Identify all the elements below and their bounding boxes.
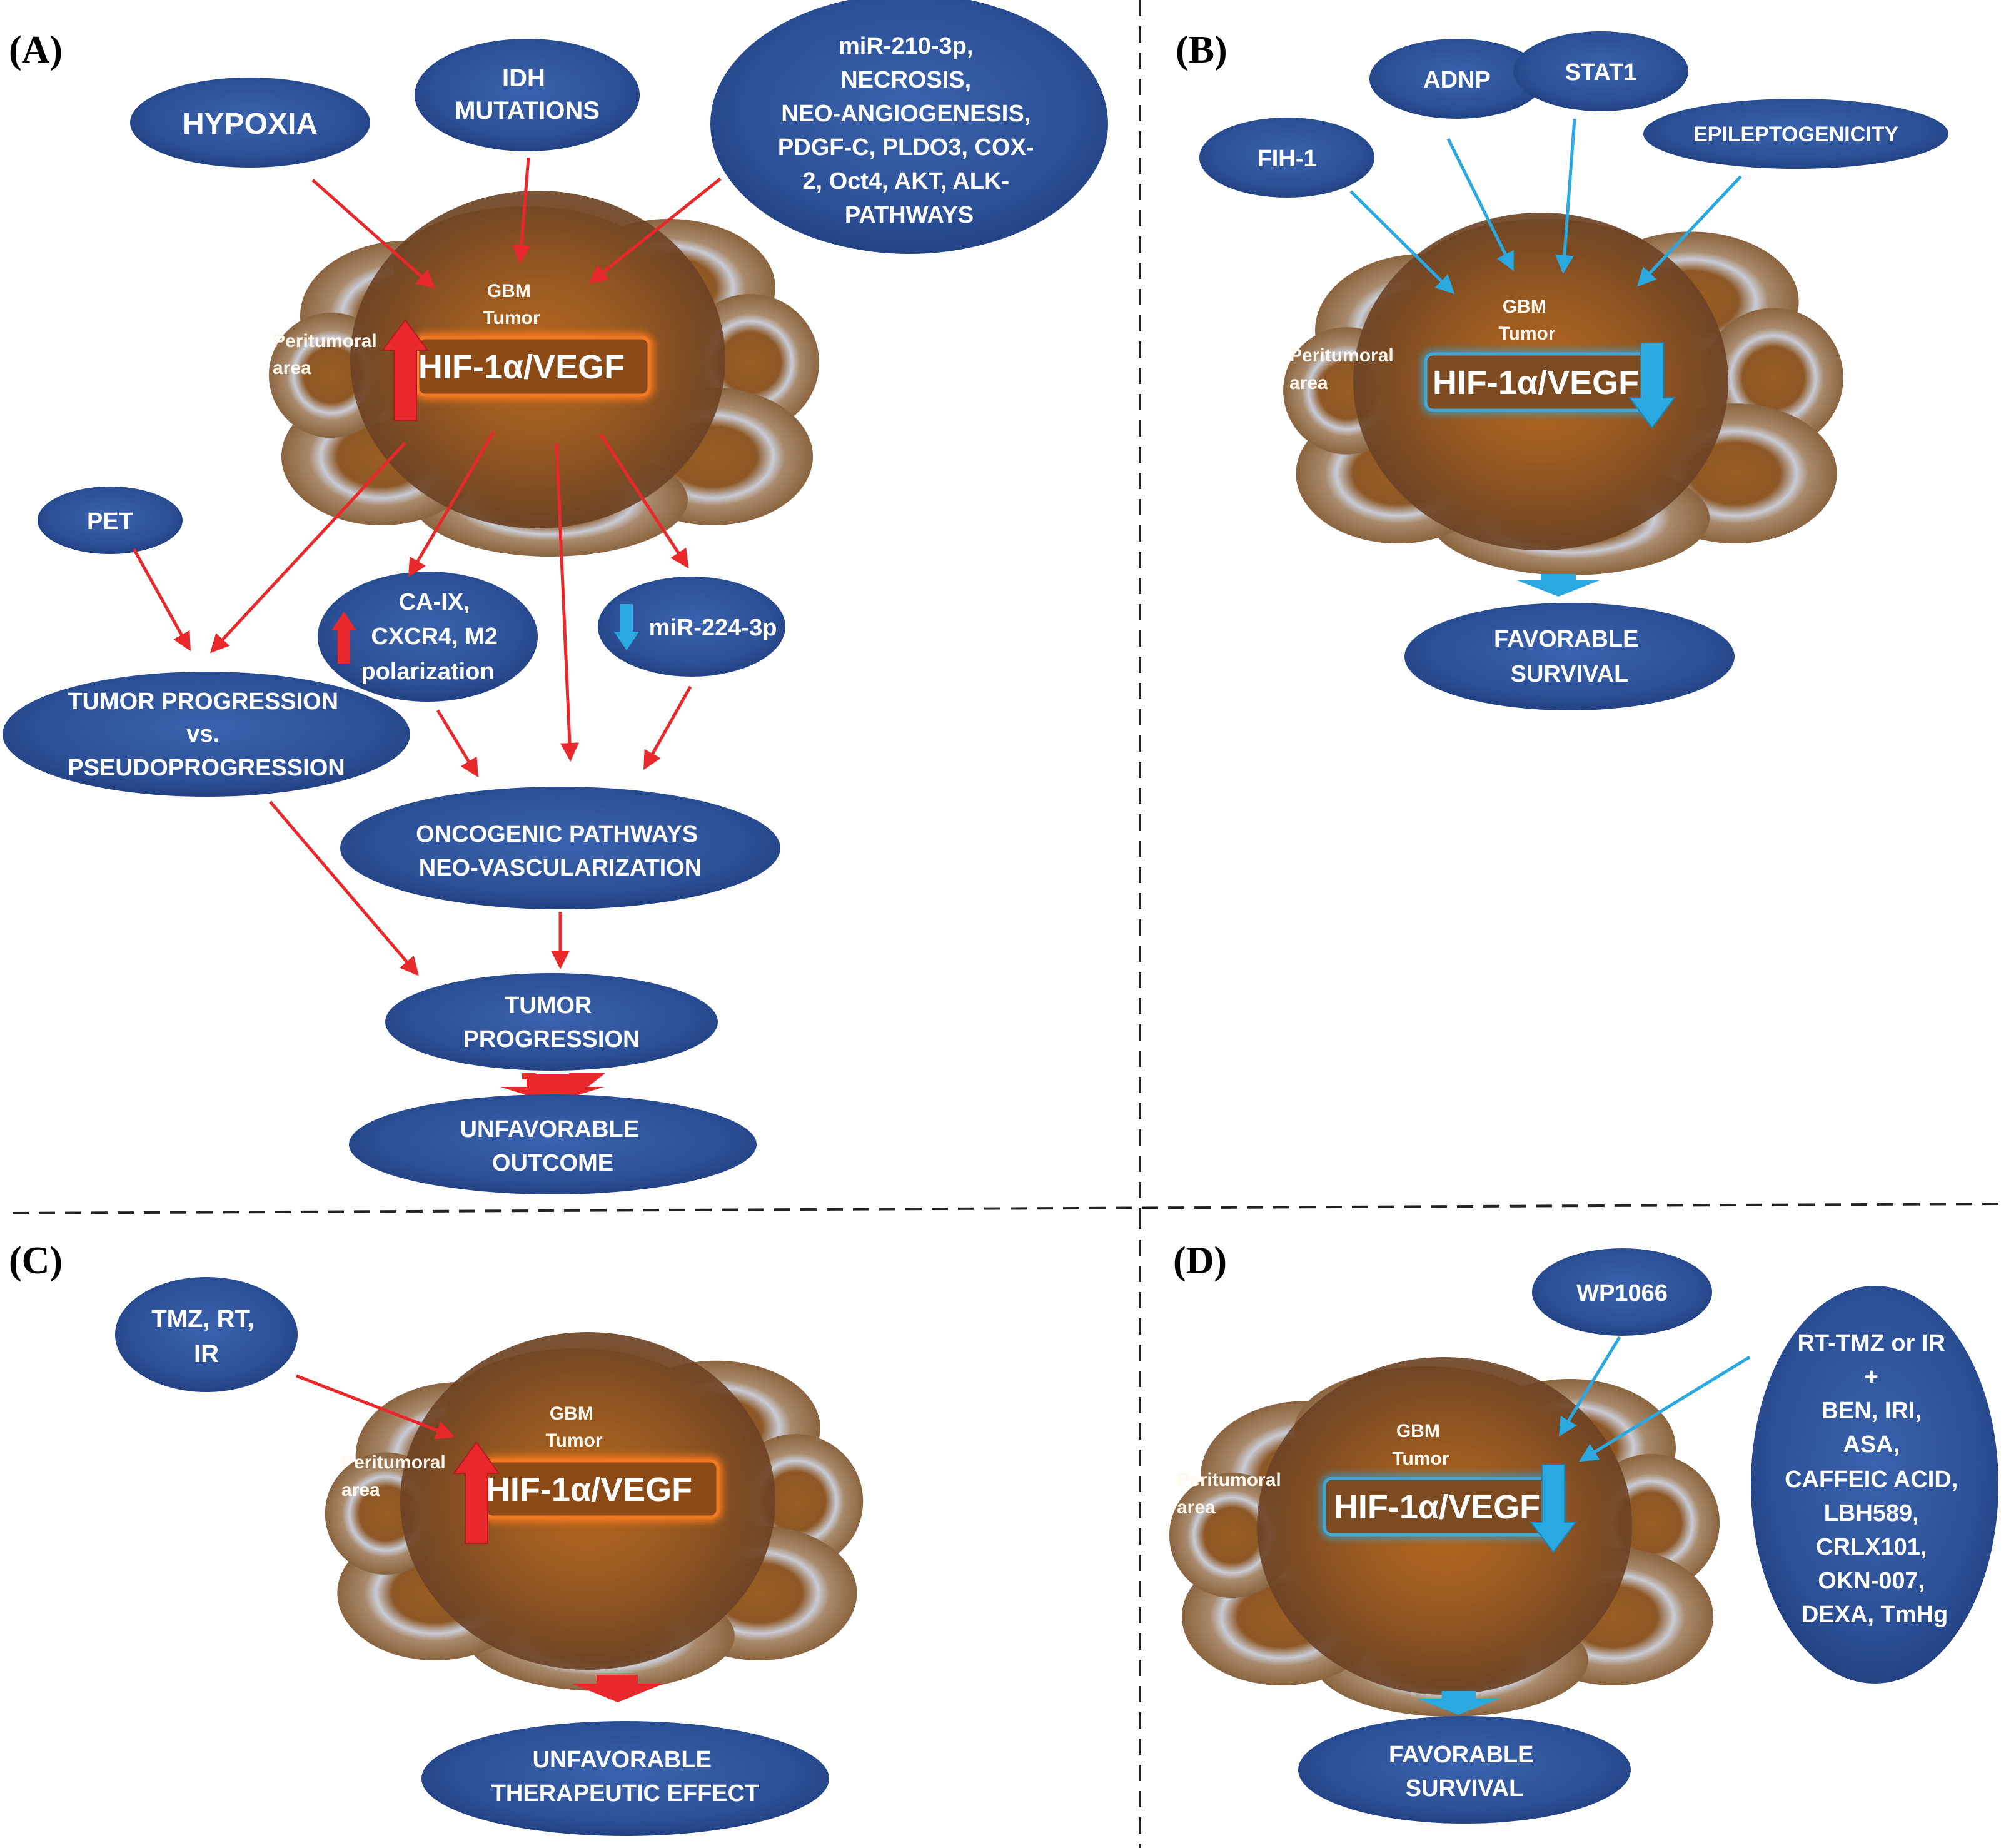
tmz-rt-ir-node (115, 1277, 298, 1392)
tumor-progression-node (385, 973, 718, 1071)
gbm-tumor-label-a: GBM Tumor (483, 281, 540, 328)
up-arrow-head-red-caix (331, 612, 356, 630)
peritumoral-label-b: Peritumoral area (1289, 345, 1399, 393)
up-arrow-red-c (453, 1441, 500, 1544)
block-arrow-red-c (572, 1675, 664, 1702)
arrow-gbm-to-tumor-vs (209, 442, 406, 654)
arrow-epilepto-to-gbm (1636, 175, 1742, 287)
panel-b: (B) GBM Tumor Peritumoral area HIF-1α/VE… (1176, 29, 1948, 710)
mir210-node (710, 0, 1108, 254)
down-arrow-blue-d (1530, 1464, 1577, 1553)
pet-node (38, 487, 183, 554)
down-arrow-head-blue-mir224 (614, 632, 639, 650)
arrow-combo-to-gbm (1578, 1355, 1751, 1462)
pet-text: PET (87, 508, 133, 535)
favorable-survival-node-d (1298, 1716, 1631, 1824)
arrow-caix-to-oncogenic (436, 709, 479, 778)
panel-a-label: (A) (9, 29, 63, 71)
stat1-text: STAT1 (1565, 59, 1637, 86)
block-arrow-blue-d (1417, 1691, 1499, 1715)
stat1-node (1513, 31, 1688, 111)
arrow-tumor-vs-to-tumor-prog (269, 800, 419, 976)
blue-arrows-d (1558, 1336, 1751, 1462)
arrow-mir224-to-oncogenic (643, 685, 692, 770)
gbm-tumor-label-b: GBM Tumor (1498, 296, 1555, 344)
arrow-tmz-to-gbm (296, 1374, 455, 1440)
arrow-idh-to-gbm (512, 157, 531, 264)
panel-a: (A) GBM Tumor Peritumoral area HIF-1α/VE… (3, 0, 1108, 1194)
tumor-vs-pseudo-node (3, 672, 410, 797)
mir224-node (598, 577, 785, 677)
panel-c: (C) GBM Tumor Peritumoral area HIF-1α/VE… (9, 1240, 864, 1836)
favorable-survival-node-b (1404, 603, 1735, 710)
panel-d: (D) GBM Tumor Peritumoral area HIF-1α/VE… (1169, 1240, 1998, 1824)
horizontal-divider (12, 1203, 2002, 1214)
favorable-survival-text-d: FAVORABLE SURVIVAL (1389, 1742, 1540, 1802)
down-arrow-blue-b (1628, 342, 1676, 429)
adnp-node (1369, 39, 1545, 119)
arrow-gbm-to-mir224 (598, 433, 689, 569)
unfavorable-therapeutic-text: UNFAVORABLE THERAPEUTIC EFFECT (491, 1747, 760, 1807)
caix-text: CA-IX, CXCR4, M2 polarization (361, 589, 504, 685)
hif-label-b: HIF-1α/VEGF (1433, 364, 1639, 401)
oncogenic-text: ONCOGENIC PATHWAYS NEO-VASCULARIZATION (416, 821, 705, 881)
wp1066-text: WP1066 (1576, 1280, 1668, 1306)
arrow-adnp-to-gbm (1446, 138, 1514, 271)
wp1066-node (1532, 1248, 1712, 1336)
up-arrow-red-a (381, 319, 429, 421)
hif-label-c: HIF-1α/VEGF (486, 1471, 692, 1508)
arrow-wp1066-to-gbm (1558, 1336, 1621, 1437)
idh-mutations-node (415, 39, 640, 151)
adnp-text: ADNP (1423, 67, 1491, 93)
tmz-rt-ir-text: TMZ, RT, IR (151, 1305, 261, 1368)
hypoxia-text: HYPOXIA (183, 108, 318, 141)
idh-mutations-text: IDH MUTATIONS (455, 64, 600, 124)
down-arrow-small-blue-mir224 (620, 604, 633, 634)
unfavorable-therapeutic-node (421, 1721, 829, 1836)
gbm-tumor-label-c: GBM Tumor (545, 1403, 602, 1451)
hif-label-d: HIF-1α/VEGF (1334, 1488, 1540, 1526)
fih1-text: FIH-1 (1258, 146, 1317, 172)
blue-arrows-b (1349, 118, 1742, 295)
tumor-progression-text: TUMOR PROGRESSION (463, 992, 640, 1053)
panel-d-label: (D) (1173, 1240, 1227, 1282)
mir224-text: miR-224-3p (649, 615, 777, 641)
mir210-text: miR-210-3p, NECROSIS, NEO-ANGIOGENESIS, … (778, 33, 1041, 228)
hif-box-a (416, 336, 651, 397)
unfavorable-outcome-node (349, 1094, 757, 1194)
hypoxia-node (130, 78, 370, 168)
tumor-vs-pseudo-text: TUMOR PROGRESSION vs. PSEUDOPROGRESSION (68, 689, 345, 781)
arrow-stat1-to-gbm (1555, 118, 1576, 274)
favorable-survival-text-b: FAVORABLE SURVIVAL (1494, 626, 1645, 687)
caix-node (318, 572, 538, 702)
peritumoral-label-a: Peritumoral area (273, 331, 382, 378)
gbm-tumor-label-d: GBM Tumor (1392, 1421, 1449, 1469)
oncogenic-node (340, 787, 780, 909)
panel-c-label: (C) (9, 1240, 63, 1282)
up-arrow-small-red-caix (338, 629, 350, 664)
red-arrows-a (132, 157, 722, 976)
epileptogenicity-node (1643, 99, 1948, 169)
arrow-pet-to-tumor-vs (132, 548, 191, 652)
panel-b-label: (B) (1176, 29, 1227, 71)
arrow-gbm-to-oncogenic (555, 442, 579, 762)
rt-tmz-combo-text: RT-TMZ or IR + BEN, IRI, ASA, CAFFEIC AC… (1785, 1330, 1965, 1628)
block-arrow-blue-b (1517, 574, 1600, 597)
block-arrow-red-a2 (500, 1074, 604, 1103)
rt-tmz-combo-node (1751, 1286, 1998, 1684)
hif-label-a: HIF-1α/VEGF (418, 348, 625, 386)
fih1-node (1199, 118, 1374, 198)
unfavorable-outcome-text: UNFAVORABLE OUTCOME (460, 1116, 646, 1176)
peritumoral-label-d: Peritumoral area (1177, 1470, 1286, 1518)
arrow-fih1-to-gbm (1349, 190, 1455, 295)
epileptogenicity-text: EPILEPTOGENICITY (1693, 123, 1898, 146)
arrow-mir210-to-gbm (588, 178, 722, 284)
arrow-gbm-to-caix (408, 430, 496, 578)
peritumoral-label-c: Peritumoral area (341, 1452, 451, 1500)
arrow-hypoxia-to-gbm (311, 179, 436, 289)
